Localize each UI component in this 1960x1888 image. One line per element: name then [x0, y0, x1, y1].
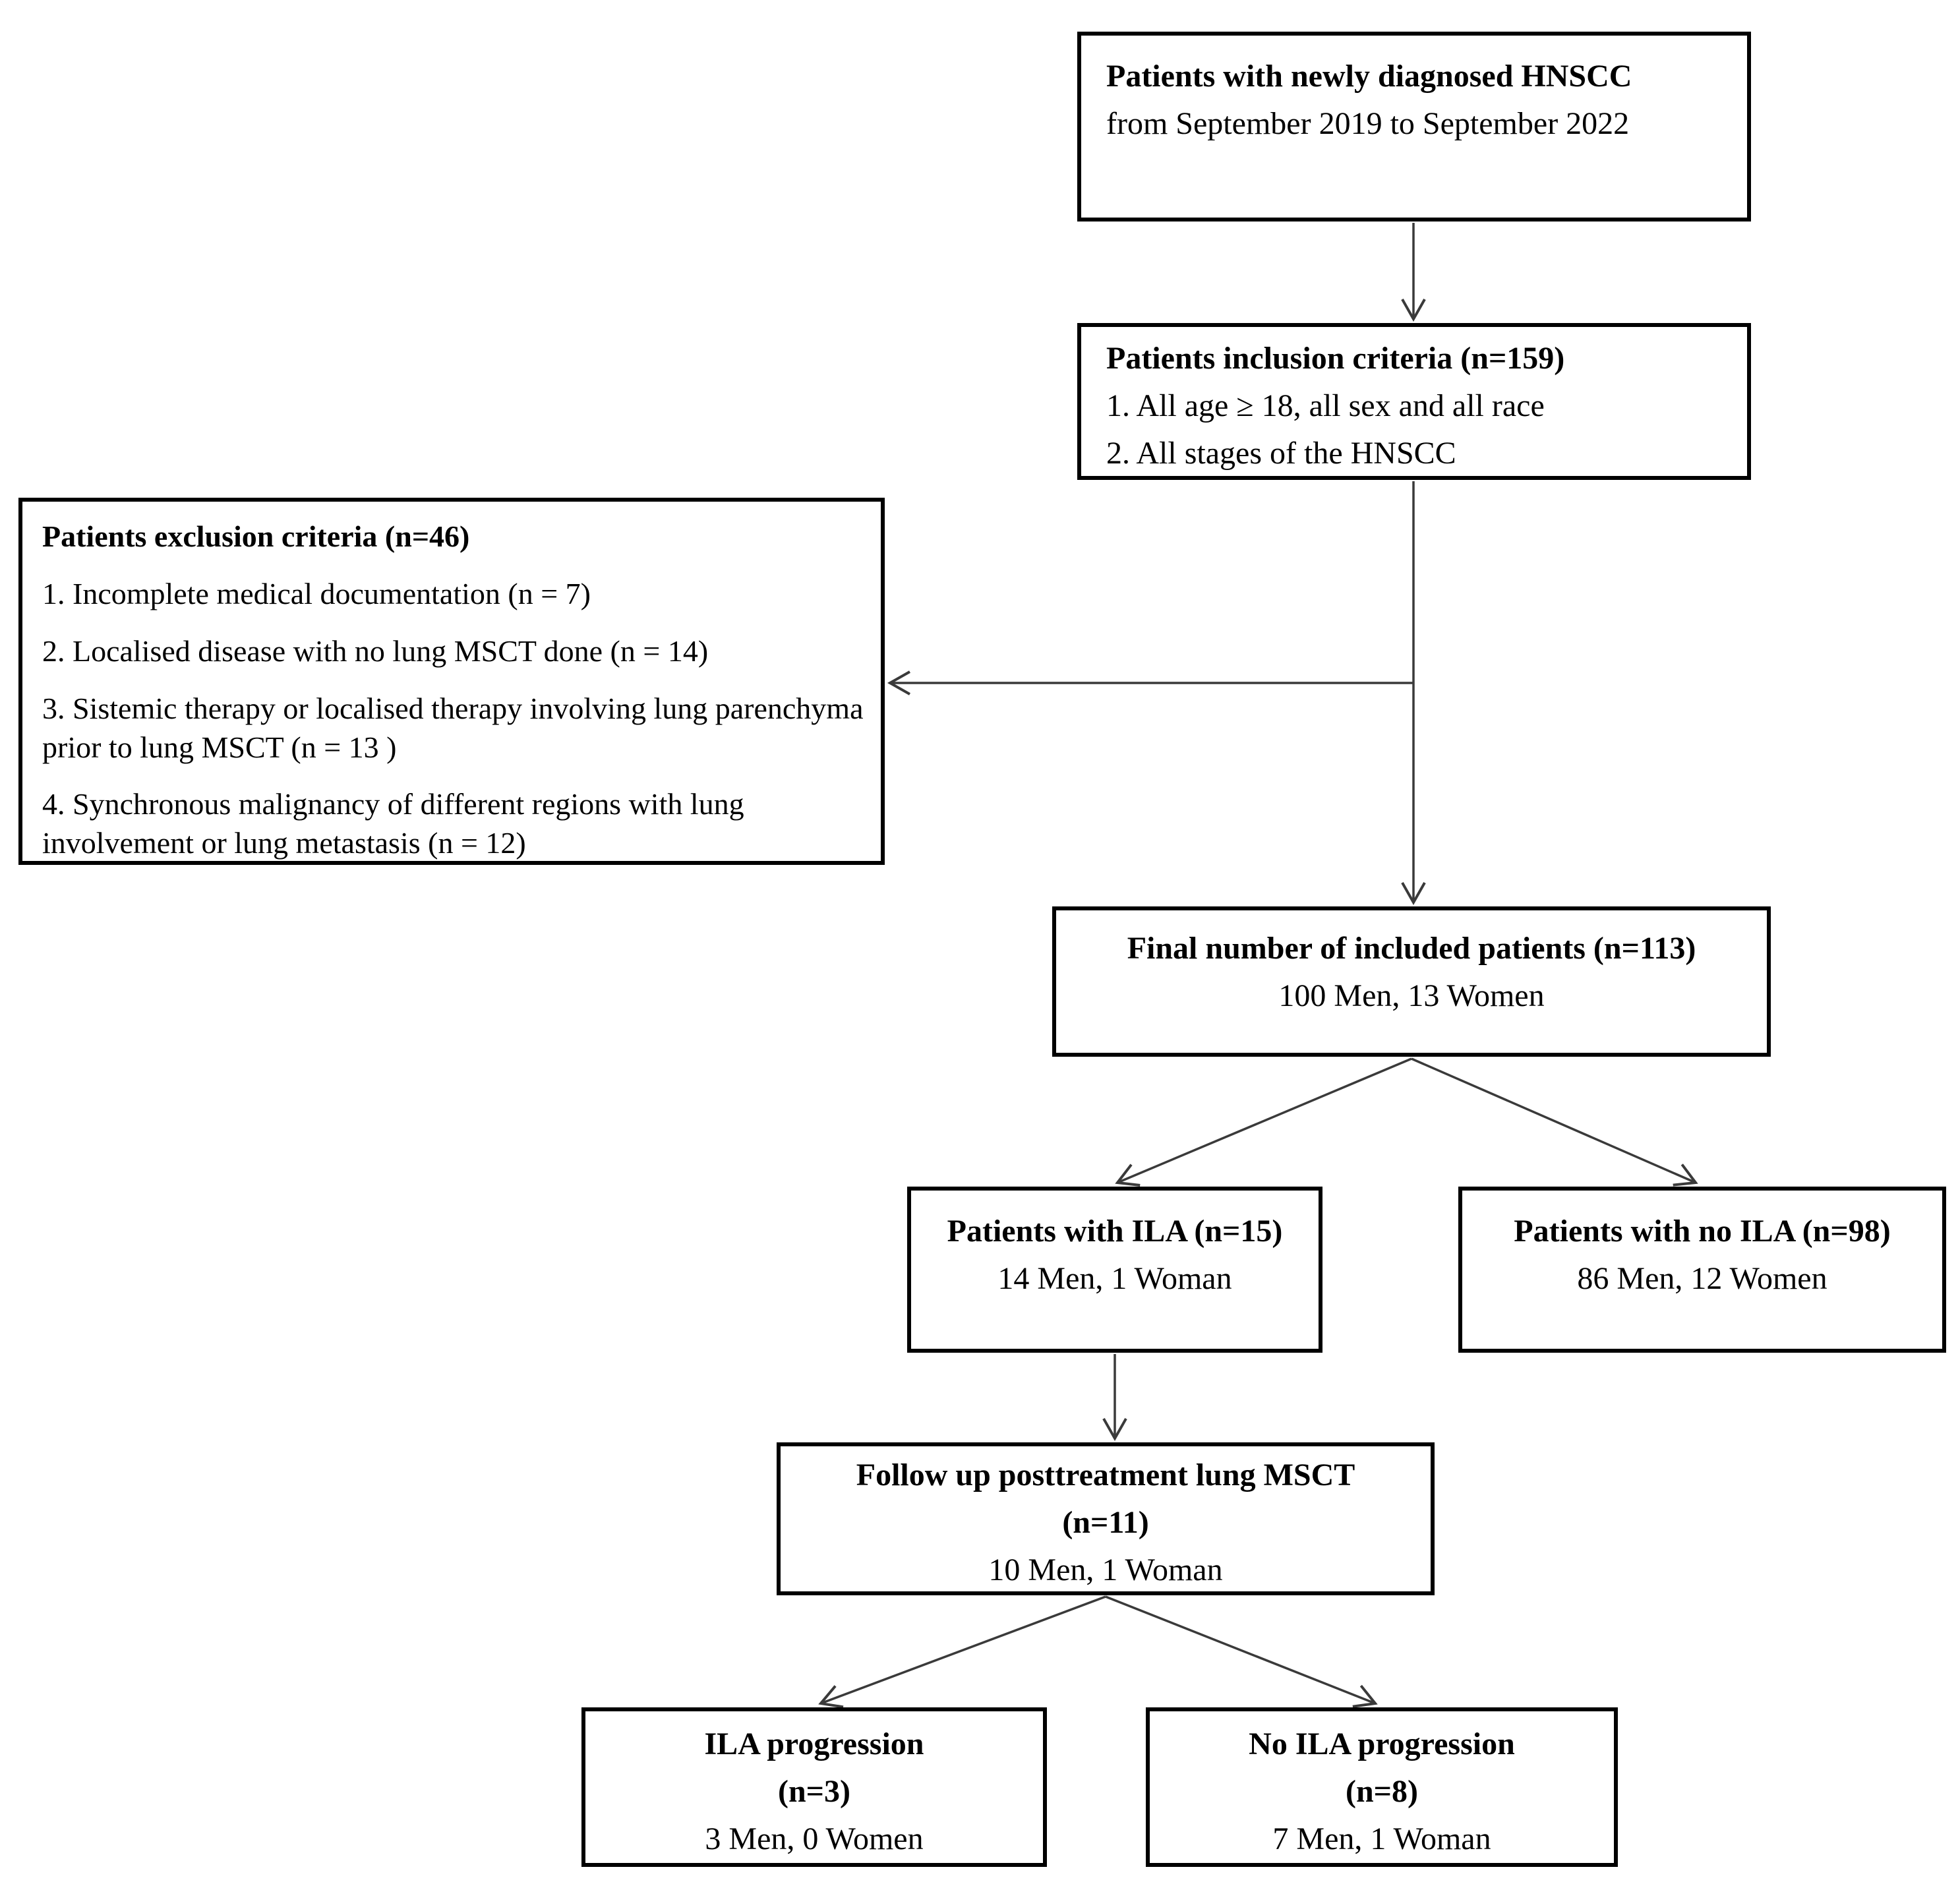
box-final-included: Final number of included patients (n=113…: [1052, 906, 1771, 1057]
no-ila-progression-title: No ILA progression: [1249, 1726, 1515, 1761]
arrow-followup-to-no-ila-progression: [1105, 1595, 1378, 1708]
final-included-title: Final number of included patients (n=113…: [1127, 931, 1696, 966]
box-newly-diagnosed: Patients with newly diagnosed HNSCC from…: [1077, 32, 1751, 221]
box-ila-progression: ILA progression (n=3) 3 Men, 0 Women: [581, 1707, 1047, 1867]
box-exclusion-criteria: Patients exclusion criteria (n=46) 1. In…: [18, 498, 885, 865]
inclusion-item: 1. All age ≥ 18, all sex and all race: [1106, 388, 1545, 423]
followup-subtitle: 10 Men, 1 Woman: [988, 1552, 1223, 1587]
no-ila-progression-n: (n=8): [1345, 1774, 1418, 1809]
arrow-final-to-ila: [1115, 1057, 1412, 1187]
arrow-final-to-no-ila: [1411, 1057, 1698, 1187]
box-no-ila-progression: No ILA progression (n=8) 7 Men, 1 Woman: [1146, 1707, 1618, 1867]
box-patients-with-ila: Patients with ILA (n=15) 14 Men, 1 Woman: [907, 1187, 1322, 1353]
box-newly-diagnosed-subtitle: from September 2019 to September 2022: [1106, 106, 1630, 141]
exclusion-item: 1. Incomplete medical documentation (n =…: [42, 576, 591, 610]
ila-progression-title: ILA progression: [704, 1726, 924, 1761]
no-ila-subtitle: 86 Men, 12 Women: [1577, 1261, 1827, 1296]
ila-progression-subtitle: 3 Men, 0 Women: [705, 1821, 924, 1856]
followup-title: Follow up posttreatment lung MSCT: [856, 1458, 1355, 1492]
exclusion-item: 3. Sistemic therapy or localised therapy…: [42, 691, 864, 764]
followup-n: (n=11): [1062, 1505, 1149, 1540]
exclusion-item: 4. Synchronous malignancy of different r…: [42, 787, 744, 860]
box-newly-diagnosed-title: Patients with newly diagnosed HNSCC: [1106, 59, 1632, 94]
ila-subtitle: 14 Men, 1 Woman: [997, 1261, 1232, 1296]
exclusion-item: 2. Localised disease with no lung MSCT d…: [42, 634, 709, 668]
ila-title: Patients with ILA (n=15): [947, 1214, 1283, 1249]
box-inclusion-criteria: Patients inclusion criteria (n=159) 1. A…: [1077, 323, 1751, 480]
inclusion-item: 2. All stages of the HNSCC: [1106, 436, 1456, 471]
exclusion-title: Patients exclusion criteria (n=46): [42, 519, 470, 553]
inclusion-title: Patients inclusion criteria (n=159): [1106, 341, 1565, 376]
no-ila-progression-subtitle: 7 Men, 1 Woman: [1272, 1821, 1491, 1856]
no-ila-title: Patients with no ILA (n=98): [1514, 1214, 1891, 1249]
arrow-followup-to-ila-progression: [818, 1595, 1106, 1709]
box-followup-msct: Follow up posttreatment lung MSCT (n=11)…: [777, 1442, 1435, 1595]
ila-progression-n: (n=3): [777, 1774, 850, 1809]
final-included-subtitle: 100 Men, 13 Women: [1278, 978, 1545, 1013]
box-patients-no-ila: Patients with no ILA (n=98) 86 Men, 12 W…: [1458, 1187, 1946, 1353]
